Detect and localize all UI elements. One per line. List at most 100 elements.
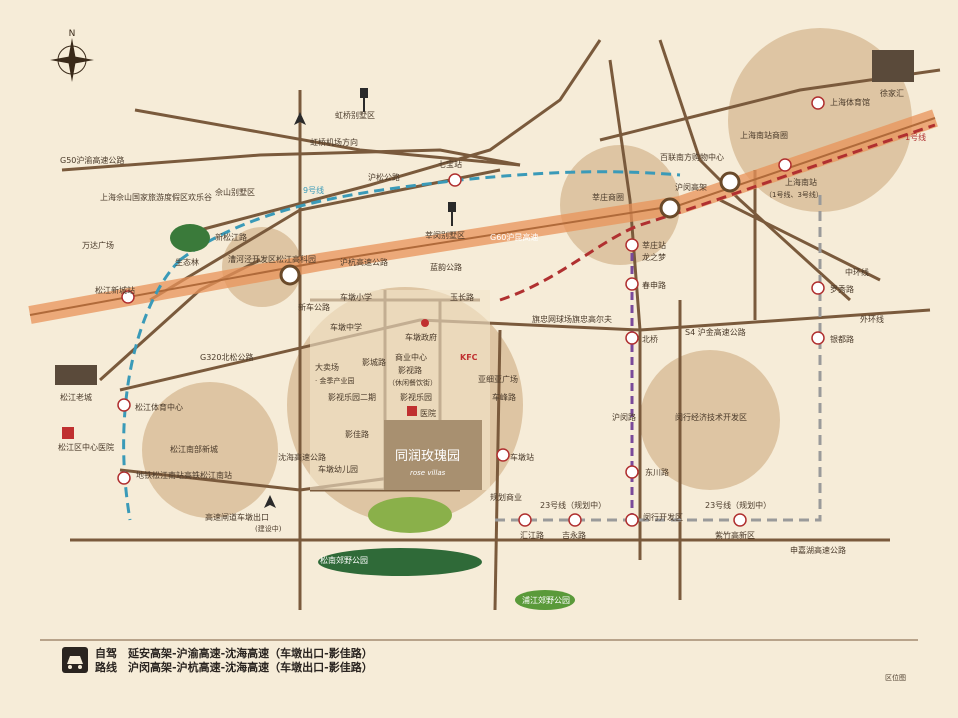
metro-stations: [117, 96, 825, 527]
label-lushao-road: 玉长路: [450, 292, 474, 302]
label-xujiahui: 徐家汇: [880, 88, 904, 98]
shanghai-south-interchange: [719, 171, 741, 193]
station-beiqiao: [625, 331, 639, 345]
park-green: [368, 497, 452, 533]
label-xinsongjiang: 新松江路: [215, 232, 247, 242]
label-humin-elevated: 沪闵高架: [675, 182, 707, 192]
label-golf: 旗忠网球场旗忠高尔夫: [532, 314, 612, 324]
label-xinche: 新车公路: [298, 302, 330, 312]
legend-title-1: 自驾: [95, 646, 117, 660]
hospital-icon: [62, 427, 74, 439]
label-songjiang-old: 松江老城: [60, 392, 92, 402]
label-planned-commercial: 规划商业: [490, 492, 522, 502]
xinzhuang-circle: [560, 145, 680, 265]
label-songjiang-xincheng: 松江新城站: [95, 285, 135, 295]
compass-icon: N: [50, 29, 94, 82]
station-shanghai-stadium: [811, 96, 825, 110]
svg-text:N: N: [69, 29, 76, 39]
legend-note: 区位图: [885, 673, 906, 682]
station-minhang-dev: [625, 513, 639, 527]
eco-forest: [170, 224, 210, 252]
label-yingshi-park2: 影视乐园二期: [328, 392, 376, 402]
label-line1: 1号线: [905, 132, 926, 142]
label-shanghai-south: 上海南站商圈: [740, 130, 788, 140]
label-xinzhuang-st: 莘庄站: [642, 240, 666, 250]
label-huanxi-park: 浦江郊野公园: [522, 595, 570, 605]
label-chunshen: 春申路: [642, 280, 666, 290]
label-husong: 沪松公路: [368, 172, 400, 182]
label-songjiang-hospital: 松江区中心医院: [58, 442, 114, 452]
project-name: 同润玫瑰园: [395, 448, 460, 464]
label-humin-road: 沪闵路: [612, 412, 636, 422]
label-minhang-dev: 闵行经济技术开发区: [675, 412, 747, 422]
label-eco-forest: 生态林: [175, 257, 199, 267]
label-line23a: 23号线（规划中）: [540, 500, 606, 510]
station-jiangchuan: [518, 513, 532, 527]
label-xinzhuang: 莘庄商圈: [592, 192, 624, 202]
lamp-icon: [360, 88, 456, 226]
label-yingshi-park: 影视乐园: [400, 392, 432, 402]
station-luxiu: [811, 281, 825, 295]
label-lushao: 蓝韵公路: [430, 262, 462, 272]
huanxi-park: [515, 590, 575, 610]
label-jiyong: 吉永路: [562, 530, 586, 540]
label-g50: G50沪渝高速公路: [60, 155, 124, 165]
label-shanghai-stadium: 上海体育馆: [830, 97, 870, 107]
label-zizhu: 紫竹高新区: [715, 530, 755, 540]
project-subtitle: rose villas: [410, 469, 446, 477]
legend-route-2: 沪闵高架-沪杭高速-沈海高速（车墩出口-影佳路）: [128, 660, 373, 674]
car-icon: [62, 647, 88, 673]
label-songjiang-south-station: 地铁松江南站高铁松江南站: [136, 470, 232, 480]
label-dongchuan: 东川路: [645, 467, 669, 477]
label-exit: 高速闸道车墩出口: [205, 512, 269, 522]
label-zhanggong: 车峰路: [492, 392, 516, 402]
label-chezhen-primary: 车墩小学: [340, 292, 372, 302]
label-qibao: 七宝站: [438, 159, 462, 169]
airplane-icon: [294, 112, 306, 125]
label-outer-ring: 外环线: [860, 314, 884, 324]
label-g60: G60沪昆高速: [490, 232, 538, 242]
station-dongchuan: [625, 465, 639, 479]
label-line23b: 23号线（规划中）: [705, 500, 771, 510]
label-beiqiao: 北桥: [642, 334, 658, 344]
xinzhuang-interchange: [659, 197, 681, 219]
g50-road: [61, 148, 521, 172]
label-yingshi: 影视路: [398, 365, 422, 375]
hospital-icon: [407, 406, 417, 416]
label-luxiu: 罗秀路: [830, 284, 854, 294]
label-bailian: 百联南方购物中心: [660, 152, 724, 162]
station-chezhen: [496, 448, 510, 462]
station-shanghai-south: [778, 158, 792, 172]
label-chezhen-kinder: 车墩幼儿园: [318, 464, 358, 474]
label-jiangchuan: 汇江路: [520, 530, 544, 540]
legend-route-1: 延安高架-沪渝高速-沈海高速（车墩出口-影佳路）: [127, 646, 373, 660]
label-songjiang-south: 松江南部新城: [170, 444, 218, 454]
label-longzhimeng: 龙之梦: [642, 252, 666, 262]
station-qibao: [448, 173, 462, 187]
label-shanghai-south-sub: （1号线、3号线）: [765, 190, 823, 199]
label-dayingchang: 大卖场: [315, 362, 339, 372]
label-sheshan-resort: 上海佘山国家旅游度假区欢乐谷: [100, 192, 212, 202]
label-songjiang-stadium: 松江体育中心: [135, 402, 183, 412]
songnan-park: [318, 548, 482, 576]
label-yingcheng: 影城路: [362, 357, 386, 367]
label-hospital: 医院: [420, 408, 436, 418]
station-songjiang-south: [117, 471, 131, 485]
metro-line-23: [495, 195, 822, 522]
station-songjiang-xincheng: [121, 290, 135, 304]
label-xinzhuang-villa: 莘闵别墅区: [425, 230, 465, 240]
label-kfc: KFC: [460, 353, 478, 362]
station-zizhu: [733, 513, 747, 527]
station-chunshen: [625, 277, 639, 291]
label-caohejing: 漕河泾开发区松江高科园: [228, 254, 316, 264]
label-line9: 9号线: [303, 185, 324, 195]
station-jiyong: [568, 513, 582, 527]
label-shenjiahu: 申嘉湖高速公路: [790, 545, 846, 555]
station-yindu: [811, 331, 825, 345]
label-airport: 虹桥机场方向: [310, 137, 358, 147]
station-songjiang-stadium: [117, 398, 131, 412]
label-jinfeng: · 金季产业园: [315, 376, 354, 385]
legend-title-2: 路线: [95, 660, 117, 674]
label-shenhai: 沈海高速公路: [278, 452, 326, 462]
